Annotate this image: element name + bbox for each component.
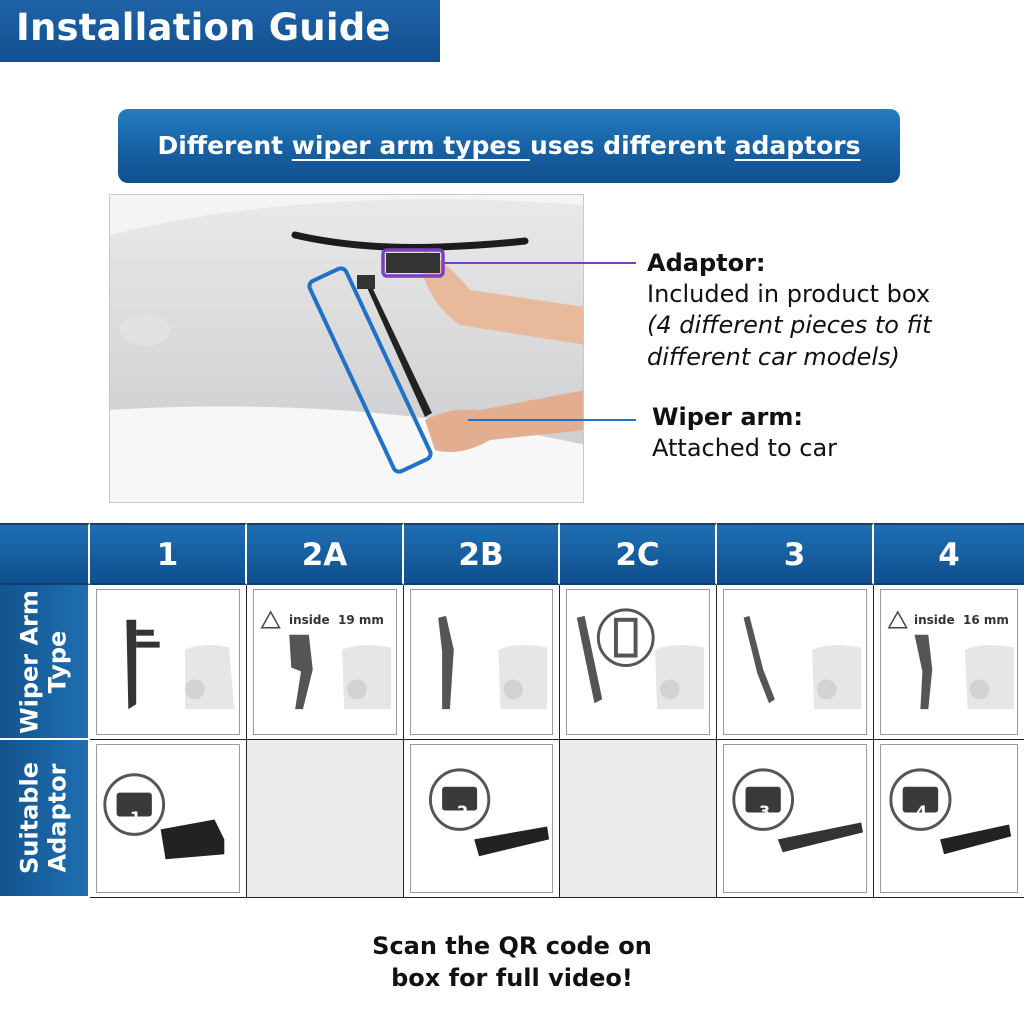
arm-type-cell-3	[717, 585, 874, 740]
warning-icon	[260, 610, 281, 629]
column-header-2a: 2A	[247, 523, 404, 585]
wiper-arm-type-2b-image	[438, 615, 548, 710]
adaptor-2-image	[428, 768, 550, 857]
adaptor-2-number: 2	[457, 802, 469, 821]
adaptor-cell-1: 1	[90, 740, 247, 898]
adaptor-cell-3: 3	[717, 740, 874, 898]
adaptor-callout-title: Adaptor:	[647, 249, 766, 277]
qr-footer-note: Scan the QR code on box for full video!	[372, 932, 652, 993]
inside-16mm-note: inside 16 mm	[914, 613, 1009, 627]
wiper-arm-type-1-image	[126, 619, 235, 710]
arm-type-cell-2a: inside 19 mm	[247, 585, 404, 740]
inside-19mm-note: inside 19 mm	[289, 613, 384, 627]
header-corner	[0, 523, 90, 585]
adaptor-3-image	[732, 768, 864, 853]
column-header-4: 4	[874, 523, 1024, 585]
column-header-2b: 2B	[404, 523, 560, 585]
adaptor-1-image	[103, 773, 225, 860]
title-bar: Installation Guide	[0, 0, 440, 62]
column-header-1: 1	[90, 523, 247, 585]
warning-icon	[887, 610, 908, 629]
adaptor-cell-2a-empty	[247, 740, 404, 898]
column-header-3: 3	[717, 523, 874, 585]
arm-type-cell-1	[90, 585, 247, 740]
wiper-arm-types-term: wiper arm types	[291, 131, 530, 160]
subtitle-banner: Different wiper arm types uses different…	[118, 109, 900, 183]
installation-photo	[109, 194, 584, 503]
wiper-arm-type-4-image	[887, 610, 1015, 710]
banner-text: Different wiper arm types uses different…	[157, 131, 861, 160]
wiper-arm-type-2c-image	[576, 608, 705, 710]
arm-type-cell-2b	[404, 585, 560, 740]
detail-magnifier-icon	[596, 608, 655, 667]
adaptor-1-number: 1	[130, 808, 142, 827]
page-title: Installation Guide	[16, 6, 391, 49]
adaptors-term: adaptors	[734, 131, 861, 160]
wiper-arm-type-2a-image	[260, 610, 392, 710]
adaptor-cell-2c-empty	[560, 740, 717, 898]
arm-type-cell-4: inside 16 mm	[874, 585, 1024, 740]
adaptor-cell-2b: 2	[404, 740, 560, 898]
table-header-row: 1 2A 2B 2C 3 4	[0, 523, 1024, 585]
column-header-2c: 2C	[560, 523, 717, 585]
arm-type-cell-2c	[560, 585, 717, 740]
adaptor-callout: Adaptor: Included in product box (4 diff…	[647, 249, 932, 371]
adaptor-4-number: 4	[916, 802, 928, 821]
adaptor-cell-4: 4	[874, 740, 1024, 898]
adaptor-4-image	[889, 768, 1012, 855]
adaptor-3-number: 3	[759, 802, 771, 821]
wiper-arm-callout-title: Wiper arm:	[652, 403, 803, 431]
wiper-arm-type-3-image	[743, 615, 862, 710]
wiper-arm-callout: Wiper arm: Attached to car	[652, 403, 838, 463]
